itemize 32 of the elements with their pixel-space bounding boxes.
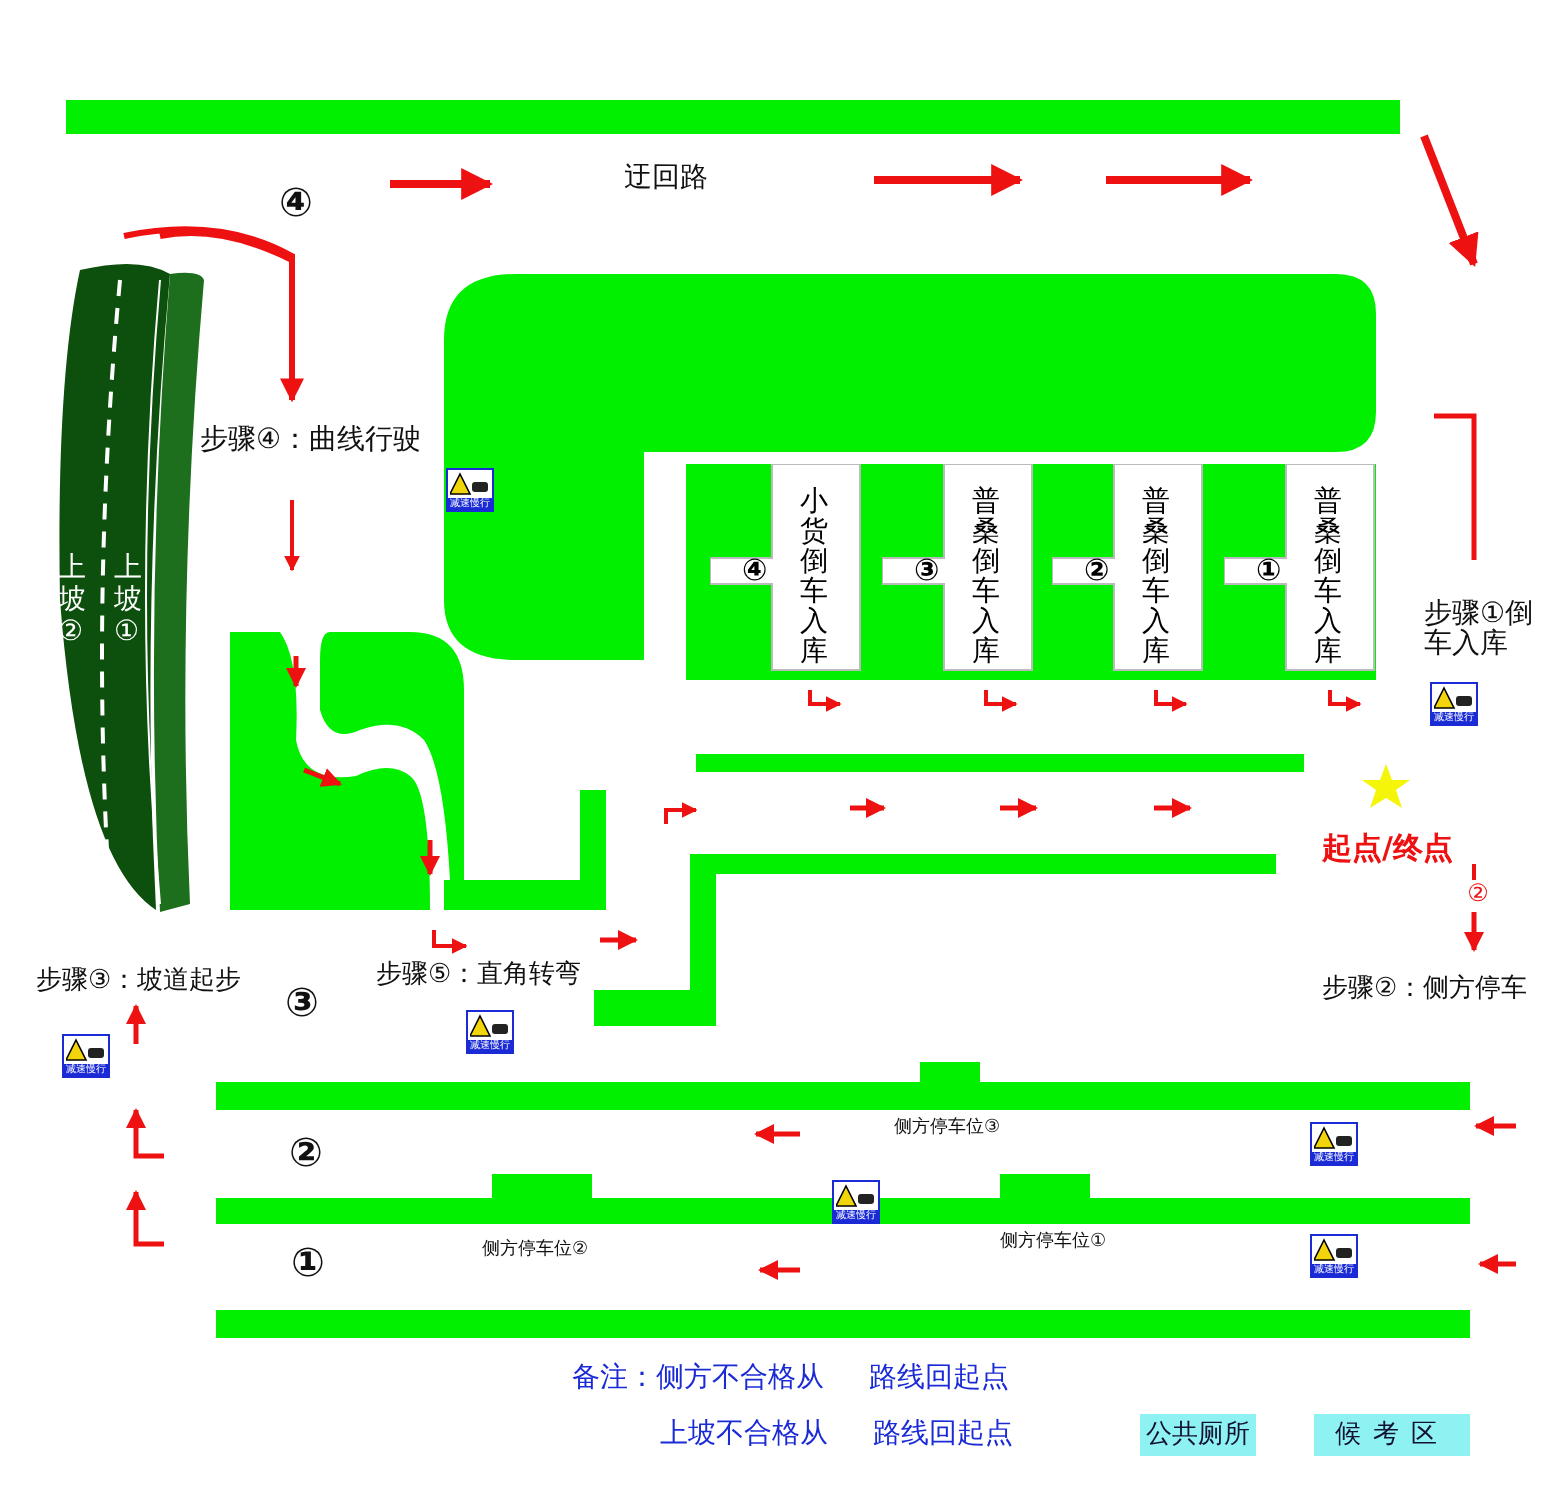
note-text: 备注：侧方不合格从 路线回起点 [572,1364,1009,1395]
text-label: 步骤④：曲线行驶 [200,426,422,457]
text-label: 步骤②：侧方停车 [1322,976,1528,1005]
bay-label: 普桑倒车入库 [1314,488,1344,668]
text-label: 步骤⑤：直角转弯 [376,962,582,991]
bay-number: ① [1256,550,1282,590]
area-sign: 公共厕所 [1140,1414,1256,1456]
step-number: ② [1467,880,1489,908]
parking-bay [1224,464,1376,672]
bay-number: ② [1084,550,1110,590]
step-number: ③ [285,980,319,1024]
parking-bay [710,464,862,672]
ramp-label: 上坡① [114,552,144,648]
bay-label: 普桑倒车入库 [1142,488,1172,668]
text-label: 侧方停车位② [482,1242,589,1262]
area-sign: 候考区 [1314,1414,1470,1456]
step-number: ② [289,1130,323,1174]
note-text: 上坡不合格从 路线回起点 [660,1420,1013,1451]
text-label: 侧方停车位① [1000,1234,1107,1254]
bay-label: 普桑倒车入库 [972,488,1002,668]
step-number: ④ [279,180,313,224]
bay-label: 小货倒车入库 [800,488,830,668]
text-label: 迂回路 [624,164,708,195]
text-label: 步骤①倒车入库 [1424,600,1536,662]
bay-number: ④ [742,550,768,590]
text-label: 侧方停车位③ [894,1120,1001,1140]
parking-bay [882,464,1034,672]
text-label: 起点/终点 [1322,832,1453,865]
parking-bay [1052,464,1204,672]
bay-number: ③ [914,550,940,590]
step-number: ① [291,1240,325,1284]
text-label: 步骤③：坡道起步 [36,968,242,997]
